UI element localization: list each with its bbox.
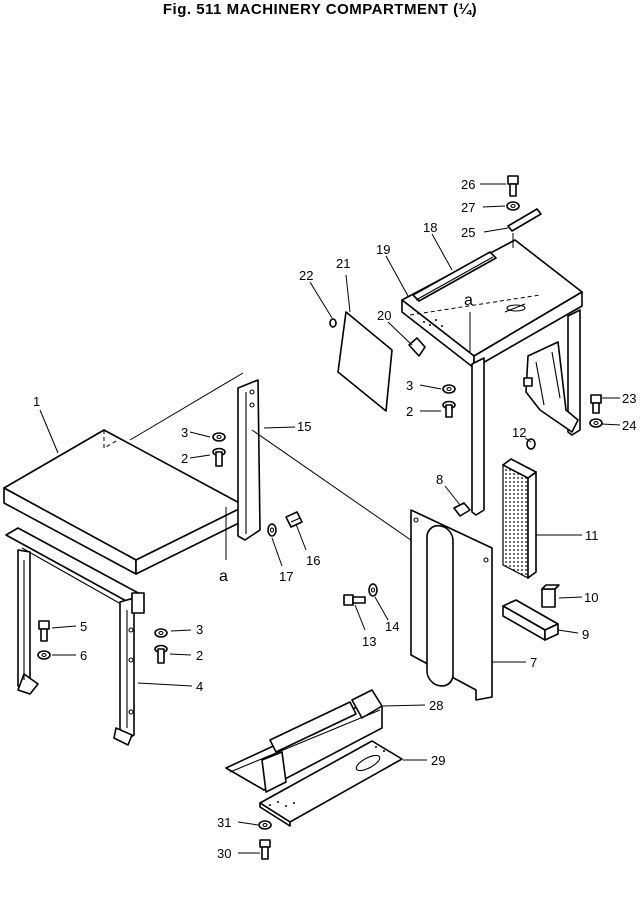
part-29-plate bbox=[259, 740, 403, 827]
callout-26: 26 bbox=[461, 177, 475, 192]
callout-3-right: 3 bbox=[406, 378, 413, 393]
callout-31: 31 bbox=[217, 815, 231, 830]
washer-12 bbox=[526, 438, 536, 450]
callout-1: 1 bbox=[33, 394, 40, 409]
washer-3-left-top bbox=[212, 432, 226, 442]
washer-6 bbox=[37, 650, 51, 660]
reference-a-left: a bbox=[219, 568, 228, 585]
callout-3-left-top: 3 bbox=[181, 425, 188, 440]
reference-a-right: a bbox=[464, 292, 473, 309]
part-11-filter bbox=[502, 458, 537, 579]
part-1-cover bbox=[3, 372, 246, 575]
part-15-bracket bbox=[237, 379, 419, 546]
callout-4: 4 bbox=[196, 679, 203, 694]
callout-numbers: 1 3 2 15 16 17 5 6 3 2 4 26 27 25 18 19 … bbox=[33, 177, 636, 861]
callout-27: 27 bbox=[461, 200, 475, 215]
callout-29: 29 bbox=[431, 753, 445, 768]
bolt-23 bbox=[590, 394, 602, 414]
bolt-2-left-bottom bbox=[154, 644, 168, 664]
bolt-2-right bbox=[442, 400, 456, 418]
callout-8: 8 bbox=[436, 472, 443, 487]
part-7-side-panel bbox=[410, 509, 493, 701]
callout-15: 15 bbox=[297, 419, 311, 434]
part-21-panel bbox=[337, 311, 393, 412]
callout-22: 22 bbox=[299, 268, 313, 283]
leader-lines bbox=[39, 183, 621, 854]
callout-20: 20 bbox=[377, 308, 391, 323]
part-25-strip bbox=[507, 208, 542, 232]
washer-27 bbox=[506, 201, 520, 211]
part-9-bar bbox=[502, 599, 559, 641]
callout-18: 18 bbox=[423, 220, 437, 235]
bolt-30 bbox=[259, 839, 271, 860]
callout-21: 21 bbox=[336, 256, 350, 271]
callout-30: 30 bbox=[217, 846, 231, 861]
washer-22 bbox=[329, 318, 337, 328]
part-19-housing bbox=[401, 239, 583, 516]
part-28-tray bbox=[225, 689, 383, 793]
callout-25: 25 bbox=[461, 225, 475, 240]
part-20-clip bbox=[408, 337, 426, 357]
figure-title: Fig. 511 MACHINERY COMPARTMENT (¼) bbox=[162, 1, 478, 18]
part-10-block bbox=[541, 584, 560, 608]
callout-10: 10 bbox=[584, 590, 598, 605]
part-8-clip bbox=[453, 502, 471, 517]
callout-23: 23 bbox=[622, 391, 636, 406]
bolt-13 bbox=[343, 594, 366, 606]
callout-16: 16 bbox=[306, 553, 320, 568]
bolt-16 bbox=[285, 511, 303, 528]
part-4-base-frame bbox=[5, 527, 145, 746]
callout-14: 14 bbox=[385, 619, 399, 634]
callout-24: 24 bbox=[622, 418, 636, 433]
washer-24 bbox=[589, 418, 603, 428]
callout-2-right: 2 bbox=[406, 404, 413, 419]
bolt-26 bbox=[507, 175, 519, 197]
washer-17 bbox=[267, 523, 277, 537]
callout-11: 11 bbox=[585, 528, 599, 543]
callout-5: 5 bbox=[80, 619, 87, 634]
washer-31 bbox=[258, 820, 272, 830]
washer-3-left-bottom bbox=[154, 628, 168, 638]
internal-frame bbox=[523, 341, 579, 433]
part-18-rail bbox=[412, 251, 497, 302]
callout-2-left-top: 2 bbox=[181, 451, 188, 466]
callout-3-left-bottom: 3 bbox=[196, 622, 203, 637]
callout-12: 12 bbox=[512, 425, 526, 440]
callout-6: 6 bbox=[80, 648, 87, 663]
bolt-2-left-top bbox=[212, 447, 226, 467]
bolt-5 bbox=[38, 620, 50, 642]
callout-19: 19 bbox=[376, 242, 390, 257]
callout-13: 13 bbox=[362, 634, 376, 649]
callout-9: 9 bbox=[582, 627, 589, 642]
washer-3-right bbox=[442, 384, 456, 394]
callout-28: 28 bbox=[429, 698, 443, 713]
callout-2-left-bottom: 2 bbox=[196, 648, 203, 663]
callout-7: 7 bbox=[530, 655, 537, 670]
callout-17: 17 bbox=[279, 569, 293, 584]
washer-14 bbox=[368, 583, 378, 597]
